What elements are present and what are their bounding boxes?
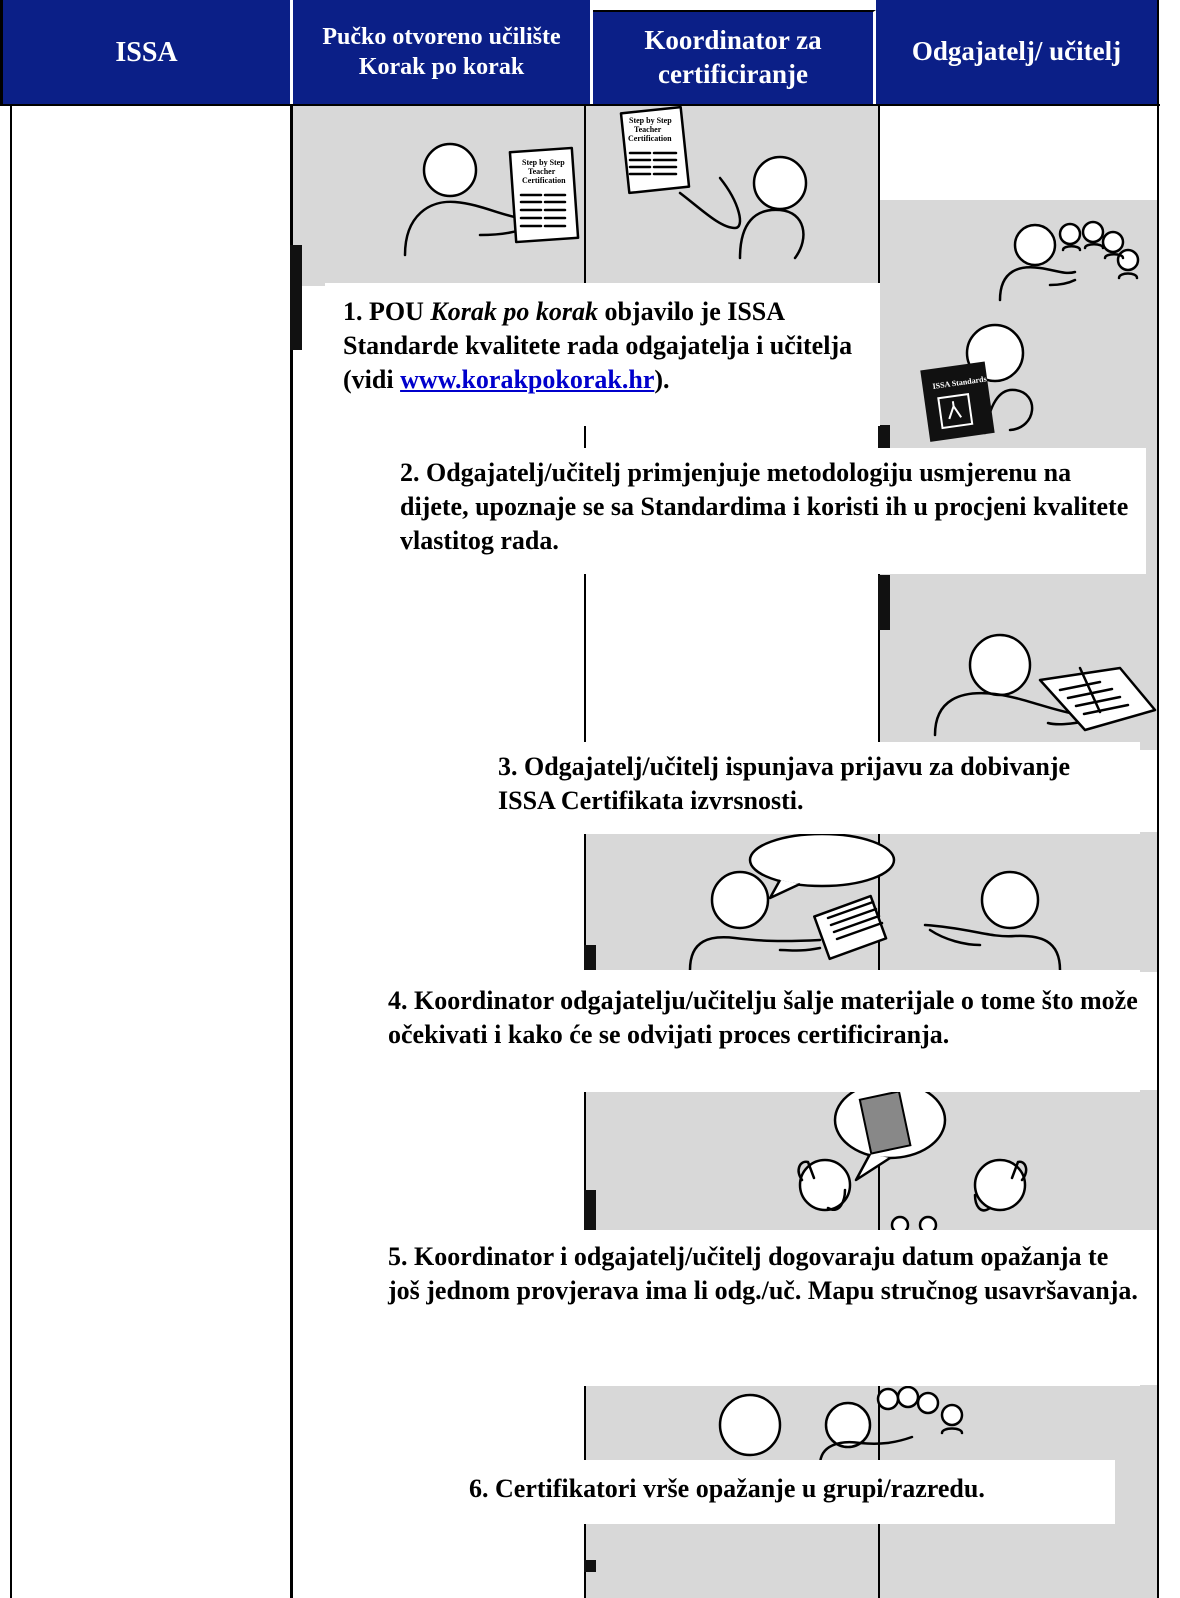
header-pou-line1: Pučko otvoreno učilište <box>322 24 561 50</box>
step-6-text: 6. Certifikatori vrše opažanje u grupi/r… <box>455 1460 1115 1524</box>
step-5-text: 5. Koordinator i odgajatelj/učitelj dogo… <box>388 1230 1140 1386</box>
teacher-reading-standards-illustration: ISSA Standards <box>920 323 1034 442</box>
svg-text:Step by Step: Step by Step <box>522 158 565 167</box>
svg-text:Step by Step: Step by Step <box>629 116 672 125</box>
step-1-text: 1. POU Korak po korak objavilo je ISSA S… <box>325 283 880 426</box>
divider-pou-coordinator <box>584 104 586 1598</box>
step-2-text: 2. Odgajatelj/učitelj primjenjuje metodo… <box>388 448 1146 574</box>
certification-doc-label: Step by Step Teacher Certification <box>522 158 566 185</box>
header-issa-label: ISSA <box>115 36 178 68</box>
header-coordinator-line2: certificiranje <box>658 59 808 89</box>
classroom-observation-illustration <box>718 1385 964 1467</box>
coordinator-doc-label: Step by Step Teacher Certification <box>628 116 672 143</box>
svg-text:Certification: Certification <box>628 134 672 143</box>
left-border <box>10 104 12 1598</box>
teacher-filling-application-illustration <box>933 633 1157 737</box>
timeline-mark <box>584 1190 596 1232</box>
teacher-with-children-illustration <box>998 220 1140 302</box>
divider-issa-pou <box>290 104 293 1598</box>
timeline-mark <box>584 945 596 970</box>
timeline-mark <box>878 575 890 630</box>
timeline-mark <box>878 425 890 450</box>
phone-call-illustration <box>797 1080 1028 1235</box>
coordinator-sends-materials-illustration <box>688 832 1062 972</box>
right-border <box>1157 0 1159 1598</box>
header-coordinator-line1: Koordinator za <box>644 25 822 56</box>
svg-text:Teacher: Teacher <box>528 167 556 176</box>
header-issa: ISSA <box>0 0 293 104</box>
header-pou: Pučko otvoreno učilište Korak po korak <box>293 0 593 104</box>
svg-text:Certification: Certification <box>522 176 566 185</box>
header-bottom-line <box>0 104 1160 106</box>
coordinator-person-holding-document-illustration: Step by Step Teacher Certification <box>619 105 808 260</box>
svg-text:Teacher: Teacher <box>634 125 662 134</box>
step-4-text: 4. Koordinator odgajatelju/učitelju šalj… <box>388 970 1140 1092</box>
timeline-mark <box>584 1560 596 1572</box>
header-teacher: Odgajatelj/ učitelj <box>876 0 1160 104</box>
header-pou-line2: Korak po korak <box>358 54 525 80</box>
pou-person-holding-document-illustration: Step by Step Teacher Certification <box>403 142 580 257</box>
korakpokorak-link[interactable]: www.korakpokorak.hr <box>400 364 655 394</box>
step-3-text: 3. Odgajatelj/učitelj ispunjava prijavu … <box>484 742 1140 834</box>
header-coordinator: Koordinator za certificiranje <box>593 10 876 104</box>
header-teacher-label: Odgajatelj/ učitelj <box>911 36 1122 67</box>
timeline-mark <box>290 245 302 350</box>
